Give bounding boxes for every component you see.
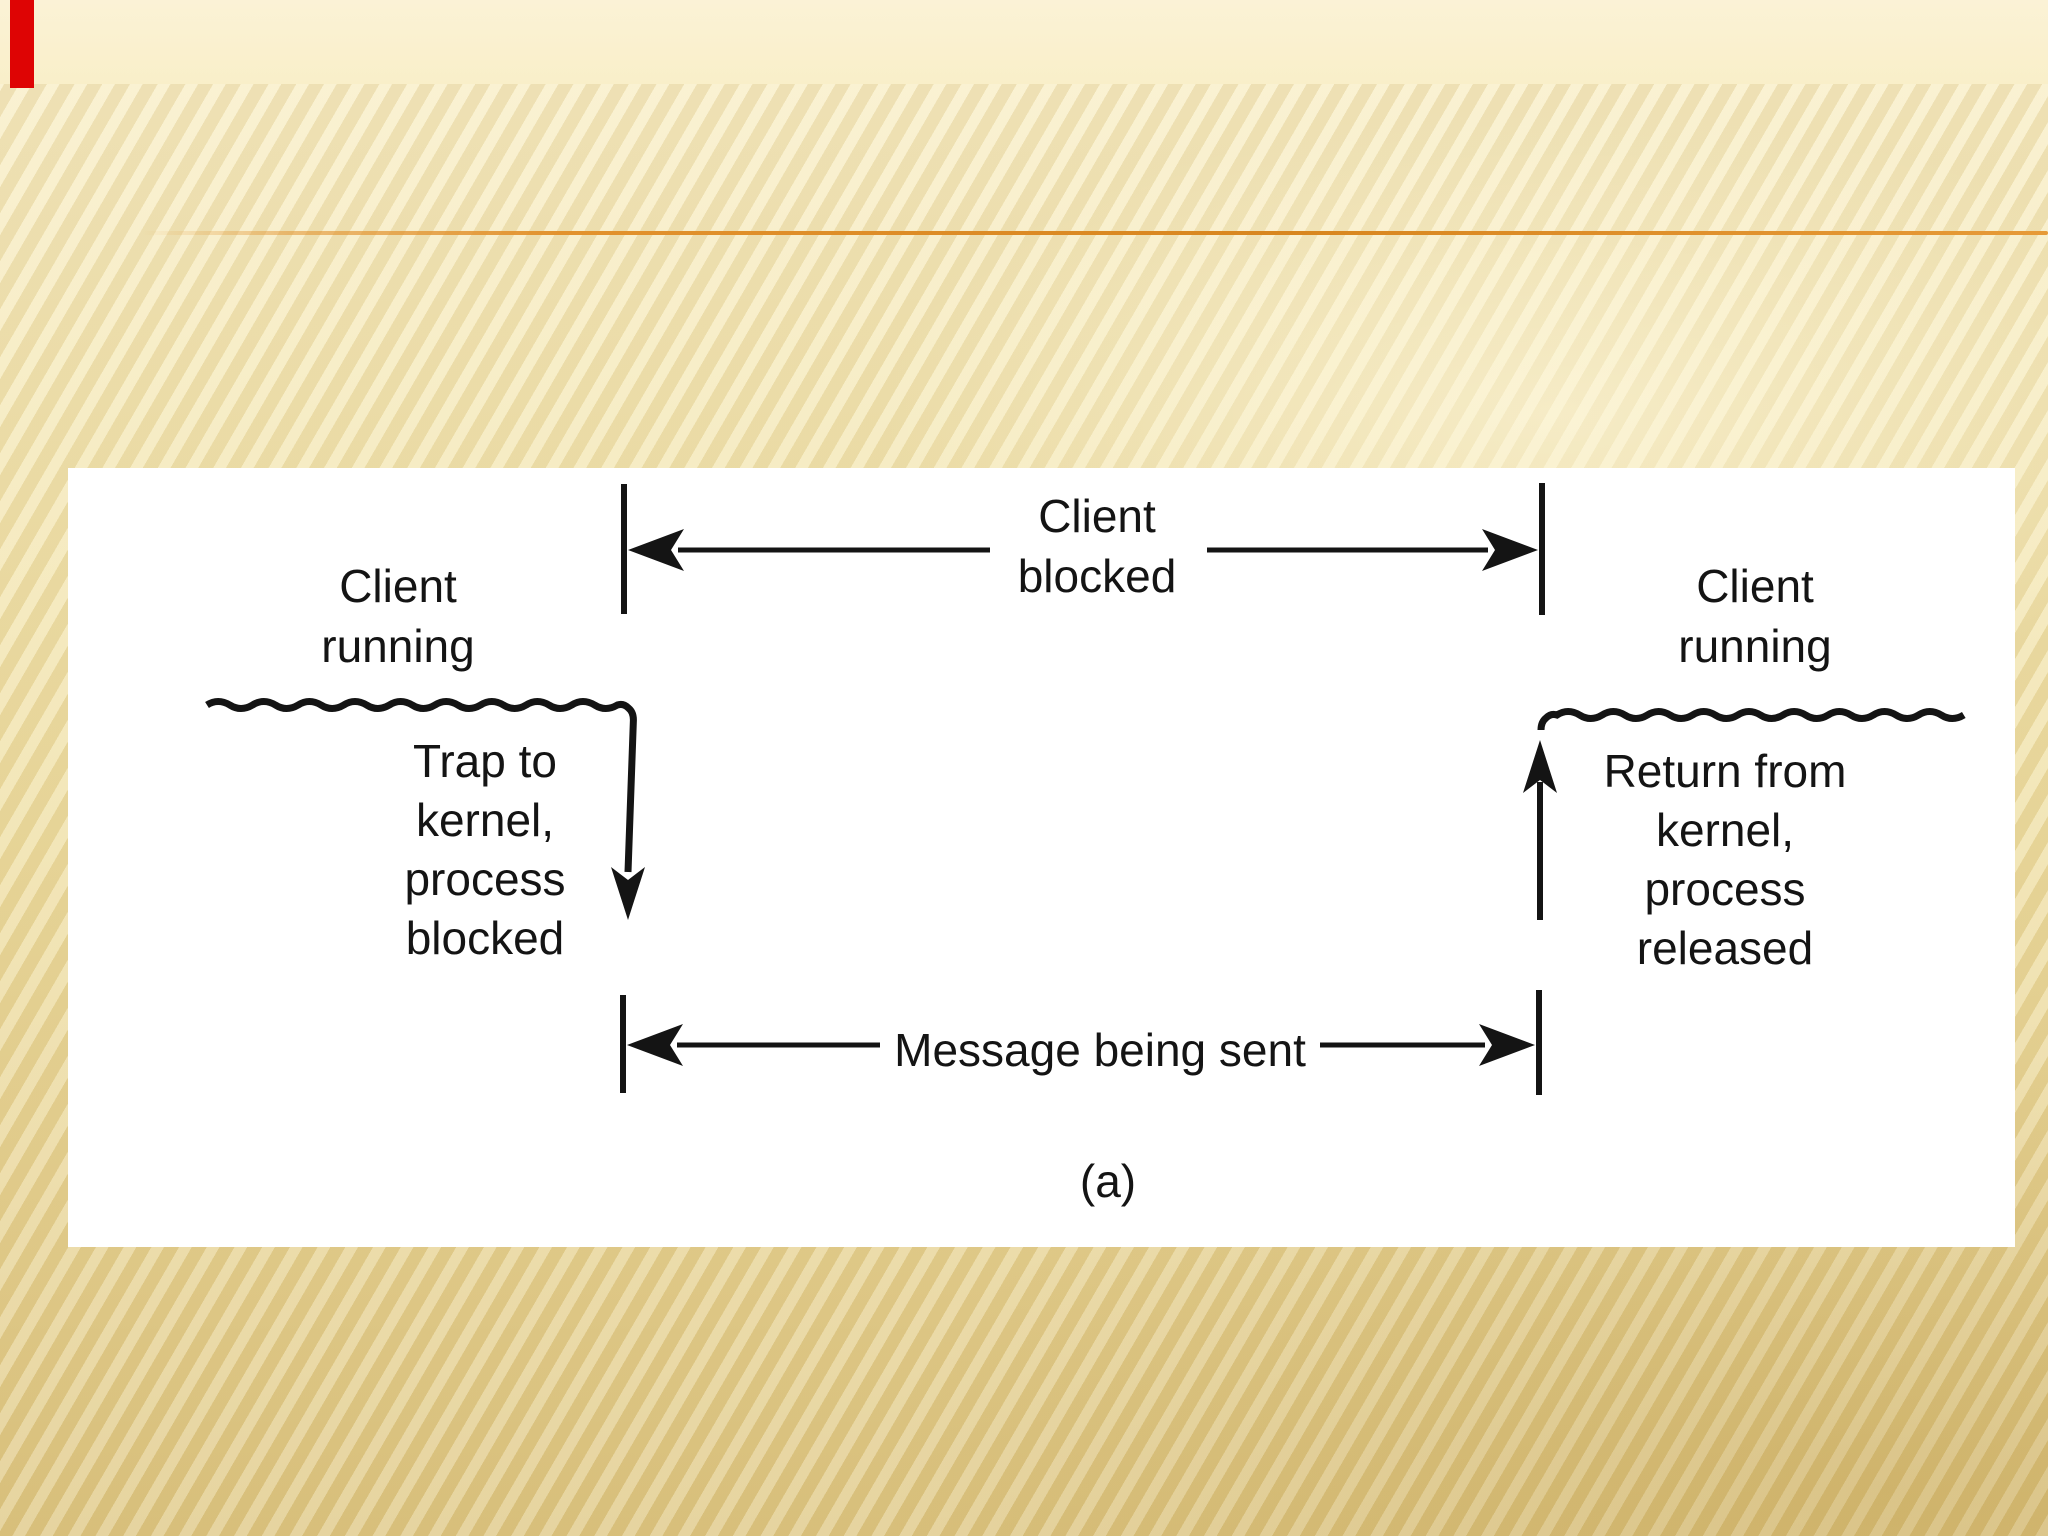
right-running-wave <box>1537 708 1966 731</box>
label-caption-a: (a) <box>1079 1155 1137 1207</box>
message-arrowhead-right <box>1479 1024 1535 1066</box>
blocked-arrowhead-left <box>628 529 684 571</box>
return-arrowhead-up <box>1523 740 1557 793</box>
label-trap-to-kernel: Trap to kernel, process blocked <box>404 735 566 964</box>
left-running-wave <box>205 698 637 873</box>
label-return-from-kernel: Return from kernel, process released <box>1603 745 1847 974</box>
diagram-figure <box>205 483 1966 1095</box>
trap-arrowhead-down <box>611 867 645 920</box>
label-message-being-sent: Message being sent <box>894 1024 1306 1076</box>
blocked-arrowhead-right <box>1482 529 1538 571</box>
red-accent-stripe <box>10 0 34 88</box>
label-client-running-left: Client running <box>321 560 475 672</box>
orange-divider-rule <box>142 231 2048 235</box>
label-client-blocked: Client blocked <box>1017 490 1177 602</box>
figure-panel: Client running Client blocked Trap to ke… <box>68 468 2015 1247</box>
background-top-band <box>0 0 2048 84</box>
label-client-running-right: Client running <box>1678 560 1832 672</box>
message-arrowhead-left <box>627 1024 683 1066</box>
